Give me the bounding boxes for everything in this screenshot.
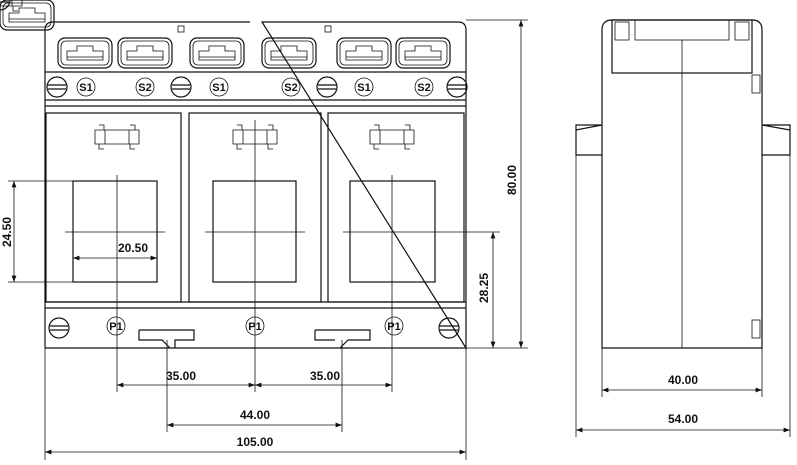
- dim-aperture-height: 24.50: [0, 217, 14, 247]
- din-clip: [314, 329, 371, 349]
- dim-center-height: 28.25: [477, 273, 491, 303]
- dim-pitch-1: 35.00: [166, 369, 196, 383]
- screws-top: [0, 0, 468, 98]
- dim-height-total: 80.00: [505, 165, 519, 195]
- dimensions: 80.00 28.25 24.50 20.50 35.00 35.00 44.0…: [0, 20, 790, 455]
- label-s1: S1: [79, 82, 92, 94]
- aperture: [212, 180, 297, 283]
- marker-square: [324, 25, 332, 33]
- marker-square: [177, 25, 185, 33]
- din-clip: [138, 329, 195, 349]
- front-view: S1 S2 S1 S2 S1 S2 P1 P1 P1: [0, 0, 528, 460]
- label-p1: P1: [387, 321, 400, 333]
- label-p1: P1: [109, 321, 122, 333]
- label-s2: S2: [284, 82, 297, 94]
- dim-side-total: 54.00: [668, 412, 698, 426]
- dim-aperture-width: 20.50: [118, 241, 148, 255]
- aperture: [349, 180, 436, 283]
- dim-din-spacing: 44.00: [240, 408, 270, 422]
- label-s2: S2: [417, 82, 430, 94]
- windows: [0, 0, 466, 309]
- dim-pitch-2: 35.00: [310, 369, 340, 383]
- aperture: [72, 180, 158, 283]
- secondary-terminals: [0, 0, 451, 69]
- label-s1: S1: [212, 82, 225, 94]
- label-s2: S2: [138, 82, 151, 94]
- terminal-labels: S1 S2 S1 S2 S1 S2: [76, 77, 434, 97]
- dim-side-body: 40.00: [668, 373, 698, 387]
- dim-width-total: 105.00: [237, 435, 274, 449]
- center-lines: [8, 19, 528, 460]
- bottom-strip: P1 P1 P1: [45, 316, 466, 349]
- label-s1: S1: [357, 82, 370, 94]
